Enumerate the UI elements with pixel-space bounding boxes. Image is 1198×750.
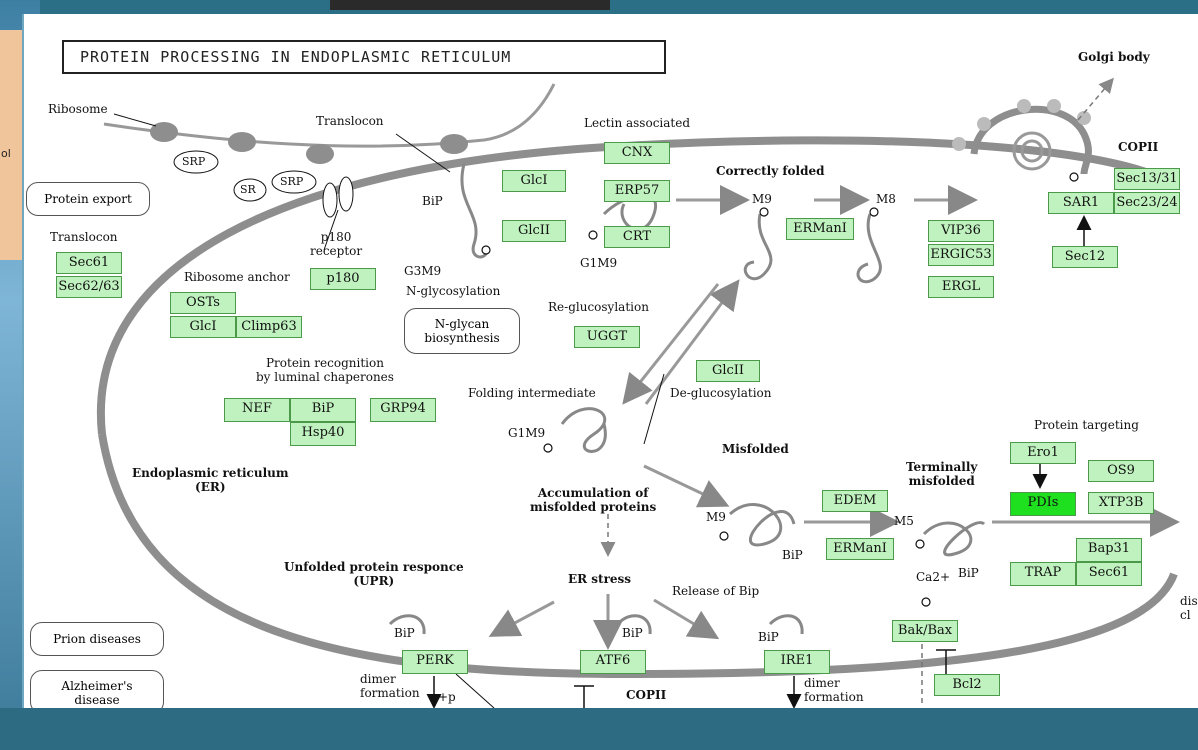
node-bip[interactable]: BiP [290, 398, 356, 422]
label-m5: M5 [894, 514, 914, 528]
label-m8: M8 [876, 192, 896, 206]
node-trap[interactable]: TRAP [1010, 562, 1076, 586]
node-osts[interactable]: OSTs [170, 292, 236, 314]
node-bap31[interactable]: Bap31 [1076, 538, 1142, 562]
label-m9-low: M9 [706, 510, 726, 524]
node-sec61-low[interactable]: Sec61 [1076, 562, 1142, 586]
label-lectin-associated: Lectin associated [584, 116, 691, 130]
node-ire1[interactable]: IRE1 [764, 650, 830, 674]
label-ribosome: Ribosome [48, 102, 108, 116]
label-right-edge: dis cl [1180, 594, 1198, 622]
node-ermani-low[interactable]: ERManI [826, 538, 894, 560]
slide-bottom-bar [0, 708, 1198, 750]
ribosome-membrane [103, 83, 556, 148]
slide-background-top [330, 0, 610, 10]
node-uggt[interactable]: UGGT [574, 326, 640, 348]
label-de-glucosylation: De-glucosylation [670, 386, 772, 400]
label-dimer-formation-2: dimer formation [804, 676, 864, 704]
label-terminally-misfolded: Terminally misfolded [906, 460, 978, 488]
label-g1m9-mid: G1M9 [508, 426, 546, 440]
label-bip-top: BiP [422, 194, 443, 208]
label-golgi-body: Golgi body [1078, 50, 1150, 64]
ribosome-shapes [150, 122, 468, 164]
node-cnx[interactable]: CNX [604, 142, 670, 164]
label-bip-ire1: BiP [758, 630, 779, 644]
label-srp: SRP [182, 155, 206, 168]
label-copii-bottom: COPII [626, 688, 667, 702]
link-prion-diseases[interactable]: Prion diseases [30, 622, 164, 656]
node-nef[interactable]: NEF [224, 398, 290, 422]
label-release-bip: Release of Bip [672, 584, 760, 598]
slide-background-text: ol [1, 147, 11, 160]
label-bip-atf6: BiP [622, 626, 643, 640]
link-protein-export[interactable]: Protein export [26, 182, 150, 216]
label-n-glycosylation: N-glycosylation [406, 284, 501, 298]
label-copii-top: COPII [1118, 140, 1159, 154]
label-re-glucosylation: Re-glucosylation [548, 300, 649, 314]
label-protein-recognition: Protein recognition by luminal chaperone… [256, 356, 394, 384]
label-upr: Unfolded protein responce (UPR) [284, 560, 464, 588]
node-ero1[interactable]: Ero1 [1010, 442, 1076, 464]
node-glcii-mid[interactable]: GlcII [696, 360, 760, 382]
label-correctly-folded: Correctly folded [716, 164, 825, 178]
node-vip36[interactable]: VIP36 [928, 220, 994, 242]
node-sec61[interactable]: Sec61 [56, 252, 122, 274]
label-er: Endoplasmic reticulum (ER) [132, 466, 289, 494]
node-sec62-63[interactable]: Sec62/63 [56, 276, 122, 298]
node-pdis[interactable]: PDIs [1010, 492, 1076, 516]
node-hsp40[interactable]: Hsp40 [290, 422, 356, 446]
label-g1m9-top: G1M9 [580, 256, 618, 270]
slide-background-panel [0, 30, 22, 260]
label-dimer-formation-1: dimer formation [360, 672, 420, 700]
node-glcii[interactable]: GlcII [502, 220, 566, 242]
label-srp-2: SRP [280, 175, 304, 188]
node-sec12[interactable]: Sec12 [1052, 246, 1118, 268]
node-xtp3b[interactable]: XTP3B [1088, 492, 1154, 514]
label-ribosome-anchor: Ribosome anchor [184, 270, 290, 284]
node-sar1[interactable]: SAR1 [1048, 192, 1114, 214]
node-bak-bax[interactable]: Bak/Bax [892, 620, 958, 642]
protein-chains [388, 163, 986, 635]
node-sec23-24[interactable]: Sec23/24 [1114, 192, 1180, 214]
node-crt[interactable]: CRT [604, 226, 670, 248]
label-translocon-top: Translocon [316, 114, 384, 128]
node-erp57[interactable]: ERP57 [604, 180, 670, 202]
label-accumulation: Accumulation of misfolded proteins [530, 486, 657, 514]
label-m9: M9 [752, 192, 772, 206]
label-p180-receptor: p180 receptor [310, 230, 363, 258]
node-perk[interactable]: PERK [402, 650, 468, 674]
label-ca2: Ca2+ [916, 570, 951, 584]
node-sec13-31[interactable]: Sec13/31 [1114, 168, 1180, 190]
node-ergic53[interactable]: ERGIC53 [928, 244, 994, 266]
label-bip-terminal: BiP [958, 566, 979, 580]
diagram-title: PROTEIN PROCESSING IN ENDOPLASMIC RETICU… [62, 40, 666, 74]
label-misfolded: Misfolded [722, 442, 789, 456]
link-n-glycan-biosynthesis[interactable]: N-glycan biosynthesis [404, 308, 520, 354]
node-grp94[interactable]: GRP94 [370, 398, 436, 422]
node-glci[interactable]: GlcI [502, 170, 566, 192]
pathway-diagram: PROTEIN PROCESSING IN ENDOPLASMIC RETICU… [22, 14, 1198, 708]
node-climp63[interactable]: Climp63 [236, 316, 302, 338]
label-g3m9: G3M9 [404, 264, 442, 278]
link-alzheimers-disease[interactable]: Alzheimer's disease [30, 670, 164, 708]
node-ergl[interactable]: ERGL [928, 276, 994, 298]
node-ermani-top[interactable]: ERManI [786, 218, 854, 240]
label-bip-misfolded: BiP [782, 548, 803, 562]
node-bcl2[interactable]: Bcl2 [934, 674, 1000, 696]
label-sr: SR [240, 183, 256, 196]
label-folding-intermediate: Folding intermediate [468, 386, 596, 400]
label-er-stress: ER stress [568, 572, 632, 586]
label-bip-perk: BiP [394, 626, 415, 640]
glycan-dots [481, 172, 1079, 607]
node-os9[interactable]: OS9 [1088, 460, 1154, 482]
label-protein-targeting: Protein targeting [1034, 418, 1139, 432]
golgi-vesicles [952, 99, 1091, 151]
node-p180[interactable]: p180 [310, 268, 376, 290]
label-plus-p: +p [438, 690, 456, 704]
node-glci-left[interactable]: GlcI [170, 316, 236, 338]
node-atf6[interactable]: ATF6 [580, 650, 646, 674]
label-translocon-left: Translocon [50, 230, 118, 244]
node-edem[interactable]: EDEM [822, 490, 888, 512]
